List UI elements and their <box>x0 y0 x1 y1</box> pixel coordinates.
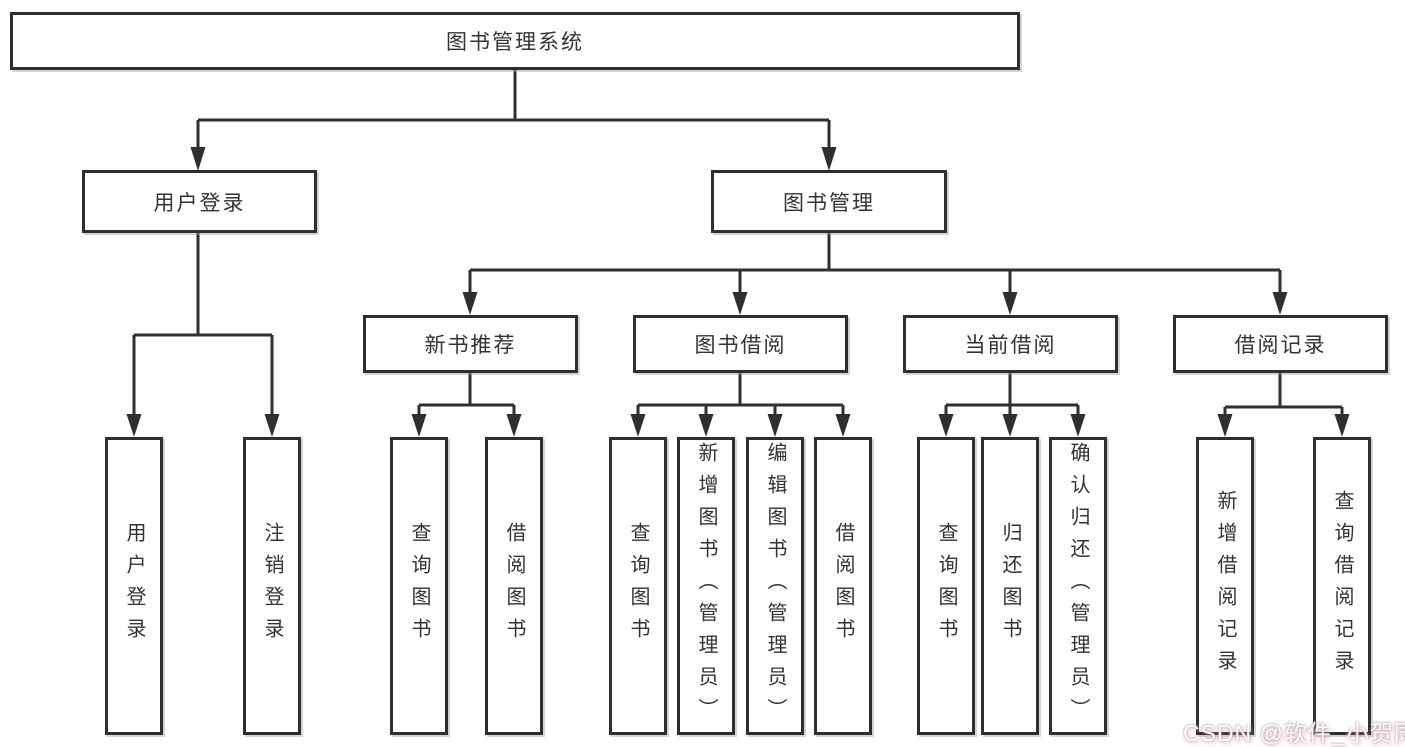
leaf-edit-book-admin: 编辑图书（管理员） <box>746 437 804 735</box>
arrow-down-icon <box>126 414 142 437</box>
node-label: 图书管理系统 <box>446 31 584 54</box>
leaf-query-borrow-record: 查询借阅记录 <box>1313 437 1371 735</box>
arrow-down-icon <box>411 414 427 437</box>
node-label: 借阅图书 <box>832 522 854 650</box>
node-label: 新书推荐 <box>424 334 517 357</box>
arrow-down-icon <box>1070 414 1086 437</box>
csdn-watermark: CSDN @软件_小贺同学 <box>1183 720 1405 746</box>
leaf-query-book-borrowing: 查询图书 <box>609 437 667 735</box>
node-library-management-system: 图书管理系统 <box>10 12 1020 70</box>
arrow-down-icon <box>938 414 954 437</box>
leaf-query-book-recommend: 查询图书 <box>390 437 448 735</box>
node-book-management: 图书管理 <box>711 170 947 233</box>
arrow-down-icon <box>1217 414 1233 437</box>
leaf-confirm-return-admin: 确认归还（管理员） <box>1049 437 1107 735</box>
node-new-book-recommend: 新书推荐 <box>363 315 578 373</box>
node-label: 用户登录 <box>123 522 145 650</box>
node-book-borrowing: 图书借阅 <box>633 315 848 373</box>
node-label: 归还图书 <box>999 522 1021 650</box>
leaf-logout: 注销登录 <box>243 437 301 735</box>
arrow-down-icon <box>821 147 837 171</box>
node-label: 用户登录 <box>153 191 246 215</box>
leaf-borrow-book-recommend: 借阅图书 <box>485 437 543 735</box>
arrow-down-icon <box>462 292 478 315</box>
node-label: 编辑图书（管理员） <box>764 442 786 730</box>
node-label: 新增图书（管理员） <box>695 442 717 730</box>
arrow-down-icon <box>1002 292 1018 315</box>
arrow-down-icon <box>630 414 646 437</box>
arrow-down-icon <box>767 414 783 437</box>
node-label: 图书管理 <box>783 191 875 215</box>
node-borrowing-records: 借阅记录 <box>1173 315 1388 373</box>
leaf-add-book-admin: 新增图书（管理员） <box>677 437 735 735</box>
leaf-query-book-current: 查询图书 <box>917 437 975 735</box>
node-label: 借阅图书 <box>503 522 525 650</box>
arrow-down-icon <box>698 414 714 437</box>
arrow-down-icon <box>732 292 748 315</box>
leaf-add-borrow-record: 新增借阅记录 <box>1196 437 1254 735</box>
node-label: 当前借阅 <box>964 334 1057 357</box>
arrow-down-icon <box>190 147 206 171</box>
leaf-borrow-book-borrowing: 借阅图书 <box>814 437 872 735</box>
arrow-down-icon <box>1334 414 1350 437</box>
leaf-return-book: 归还图书 <box>981 437 1039 735</box>
node-label: 查询图书 <box>408 522 430 650</box>
arrow-down-icon <box>506 414 522 437</box>
node-label: 借阅记录 <box>1234 334 1327 357</box>
node-label: 图书借阅 <box>694 334 787 357</box>
node-label: 注销登录 <box>261 522 283 650</box>
node-label: 查询借阅记录 <box>1331 490 1353 682</box>
node-label: 查询图书 <box>935 522 957 650</box>
arrow-down-icon <box>264 414 280 437</box>
node-label: 新增借阅记录 <box>1214 490 1236 682</box>
arrow-down-icon <box>835 414 851 437</box>
leaf-user-login: 用户登录 <box>105 437 163 735</box>
arrow-down-icon <box>1272 292 1288 315</box>
arrow-down-icon <box>1002 414 1018 437</box>
node-label: 查询图书 <box>627 522 649 650</box>
node-user-login: 用户登录 <box>82 170 317 233</box>
node-current-borrowing: 当前借阅 <box>903 315 1118 373</box>
node-label: 确认归还（管理员） <box>1067 442 1089 730</box>
